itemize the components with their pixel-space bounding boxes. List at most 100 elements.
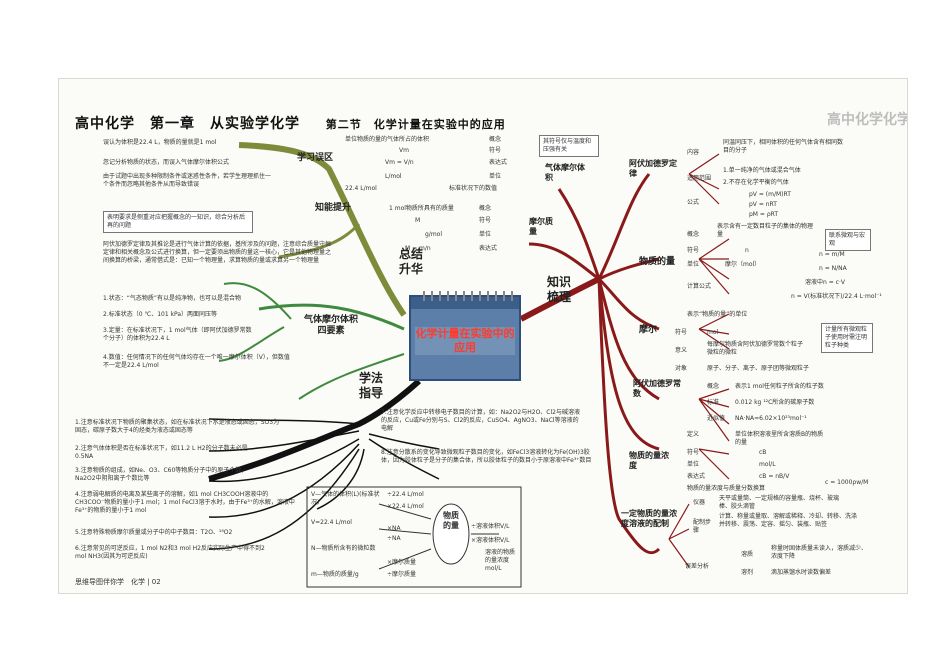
amt-concept-label: 概念 [687, 231, 700, 238]
conc-unit-label: 单位 [687, 461, 700, 468]
avc-value: NA·NA≈6.02×10²³mol⁻¹ [735, 415, 807, 422]
ghost-header: 高中化学化学 [827, 112, 908, 128]
node-gas-elements: 气体摩尔体积四要素 [303, 315, 358, 336]
mistake-1: 误认为体积是22.4 L，物质的量就是1 mol [103, 139, 217, 146]
note-4: 4.注意弱电解质的电离及某些离子的溶解，如1 mol CH3COOH溶液中的CH… [75, 491, 295, 514]
node-concentration: 物质的量浓度 [629, 451, 669, 470]
avl-content: 同温同压下，相同体积的任何气体含有相同数目的分子 [723, 139, 844, 154]
conc-symbol: cB [759, 449, 767, 456]
avc-standard: 0.012 kg ¹²C所含的碳原子数 [735, 399, 815, 406]
amt-calc-2: n = N/NA [819, 265, 847, 272]
avl-formula-label: 公式 [687, 199, 700, 206]
amt-calc-1: n = m/M [819, 251, 845, 258]
op-3: ×NA [387, 525, 401, 532]
prep-solvent: 滴加蒸馏水时读数偏差 [771, 569, 832, 576]
page-title: 高中化学 第一章 从实验学化学 [75, 116, 300, 132]
center-title: 化学计量在实验中的应用 [415, 327, 515, 355]
conc-rel: 物质的量浓度与质量分数换算 [687, 485, 766, 492]
mm-label-expr: 表达式 [479, 245, 498, 252]
node-knowledge: 知识梳理 [547, 275, 572, 304]
gas-4: 4.数值：任何情况下的任何气体均存在一个唯一摩尔体积（V），但数值不一定是22.… [103, 354, 290, 369]
op-2: ×22.4 L/mol [387, 503, 424, 510]
branch-lines [208, 142, 730, 588]
mole-meaning: 每摩尔物质含阿伏加德罗常数个粒子微粒的微粒 [707, 341, 804, 356]
prep-steps-label: 配制步骤 [693, 519, 712, 534]
prep-tools: 天平或量筒、一定规格的容量瓶、烧杯、玻璃棒、胶头滴管 [719, 495, 840, 510]
gm-row-3: Vm = V/n [385, 159, 414, 166]
mistake-2: 忽记分析物质的状态，而误入气体摩尔体积公式 [103, 159, 230, 166]
mind-map-page: 高中化学化学 高中化学 第一章 从实验学化学 第二节 化学计量在实验中的应用 化… [58, 78, 908, 594]
prep-tools-label: 仪器 [693, 499, 706, 506]
conc-def: 单位体积溶液里所含溶质B的物质的量 [735, 431, 824, 446]
node-avogadro-law: 阿伏加德罗定律 [629, 159, 677, 178]
note-7: 7.注意化学反应中转移电子数目的计算，如：Na2O2与H2O、Cl2与碱溶液的反… [381, 409, 580, 432]
gm-label-expr: 表达式 [489, 159, 508, 166]
improve-1: 表明要求是侧重对应把握概念的一知识，综合分析后再的问题 [103, 211, 253, 233]
node-mistakes: 学习误区 [297, 153, 334, 163]
prep-error-label: 误差分析 [685, 563, 710, 570]
mm-row-4: M = m/n [405, 245, 431, 252]
amt-related: 联系微观与宏观 [825, 229, 871, 251]
avl-scope-2: 2.不存在化学平衡的气体 [723, 179, 789, 186]
prep-solute: 称量时固体质量未读入，溶质减少、浓度下降 [771, 545, 868, 560]
gas-3: 3.定量：在标准状况下，1 mol气体（即阿伏加德罗常数个分子）的体积为22.4… [103, 327, 252, 342]
avc-concept: 表示1 mol任何粒子所含的粒子数 [735, 383, 824, 390]
mm-label-symbol: 符号 [479, 217, 492, 224]
amt-calc-4: n = V(标准状况下)/22.4 L·mol⁻¹ [791, 293, 882, 300]
mole-def: 表示“物质的量”的单位 [687, 311, 748, 318]
note-5: 5.注意特殊物质摩尔质量或分子中的中子数目：T2O、¹⁸O2 [75, 529, 233, 536]
gm-row-5: 22.4 L/mol [345, 185, 377, 192]
mole-symbol-label: 符号 [675, 329, 688, 336]
mm-label-concept: 概念 [479, 205, 492, 212]
improve-2: 阿伏加德罗定律及其推论是进行气体计算的依据，基所涉及的问题，注意综合质量守恒定律… [103, 241, 332, 264]
node-summary: 总结升华 [399, 247, 424, 276]
gm-label-symbol: 符号 [489, 147, 502, 154]
avl-formula-2: pV = nRT [749, 201, 777, 208]
conc-expr-label: 表达式 [687, 473, 706, 480]
node-gas-molar-volume: 气体摩尔体积 [545, 163, 585, 182]
mole-object: 原子、分子、离子、原子团等微观粒子 [707, 365, 810, 372]
avc-value-label: 近似值 [707, 415, 726, 422]
gm-label-unit: 单位 [489, 173, 502, 180]
amt-calc-3: 溶液中n = c·V [805, 279, 845, 286]
node-amount: 物质的量 [639, 257, 676, 267]
formula-volume: V—气体的体积(L)(标准状况) [311, 491, 380, 506]
note-2: 2.注意气体体积是否在标准状况下，如11.2 L H2的分子数未必是0.5NA [75, 445, 248, 460]
amt-symbol-label: 符号 [687, 247, 700, 254]
gm-label-concept: 概念 [489, 136, 502, 143]
node-molar-mass: 摩尔质量 [529, 217, 553, 236]
amt-unit-label: 单位 [687, 261, 700, 268]
mole-symbol: mol [707, 329, 719, 336]
avl-scope-1: 1.单一纯净的气体或混合气体 [723, 167, 801, 174]
conc-symbol-label: 符号 [687, 449, 700, 456]
op-6: ÷摩尔质量 [387, 571, 417, 578]
note-8: 8.注意分散系的变化导致微观粒子数目的变化，如FeCl3溶液转化为Fe(OH)3… [381, 449, 592, 464]
conc-unit: mol/L [759, 461, 776, 468]
gm-note: 其符号仅与温度和压强有关 [539, 135, 599, 157]
mm-row-2: M [415, 217, 421, 224]
mole-object-label: 对象 [675, 365, 688, 372]
prep-steps: 计算、称量或量取、溶解或稀释、冷却、转移、洗涤并转移、震荡、定容、摇匀、装瓶、贴… [719, 513, 858, 528]
op-1: ÷22.4 L/mol [387, 491, 424, 498]
mm-row-1: 1 mol物质所具有的质量 [389, 205, 454, 212]
note-3: 3.注意物质的组成，如Ne、O3、C60等物质分子中的原子个数，Na2O2中阴阳… [75, 467, 248, 482]
amt-symbol: n [745, 247, 749, 254]
avc-concept-label: 概念 [707, 383, 720, 390]
avc-standard-label: 标准 [707, 399, 720, 406]
board-rings [417, 291, 513, 301]
op-5: ×摩尔质量 [387, 559, 417, 566]
op-4: ÷NA [387, 535, 401, 542]
node-mole: 摩尔 [639, 325, 658, 335]
avl-content-label: 内容 [687, 149, 700, 156]
gm-row-2: Vm [399, 147, 409, 154]
gm-row-1: 单位物质的量的气体所占的体积 [345, 136, 430, 143]
conc-rel-val: c = 1000ρw/M [825, 479, 869, 486]
gas-2: 2.标准状态（0 ℃、101 kPa）两面同压等 [103, 311, 218, 318]
node-method: 学法指导 [359, 371, 384, 400]
gm-label-std: 标准状况下的数值 [449, 185, 498, 192]
note-1: 1.注意标准状况下物质的聚集状态，如在标准状况下水是液态或固态，SO3为固态，碳… [75, 419, 280, 434]
amt-calc-label: 计算公式 [687, 283, 712, 290]
prep-solute-label: 溶质 [741, 551, 754, 558]
formula-center: 物质的量 [443, 511, 459, 530]
node-preparation: 一定物质的量浓度溶液的配制 [621, 509, 677, 528]
